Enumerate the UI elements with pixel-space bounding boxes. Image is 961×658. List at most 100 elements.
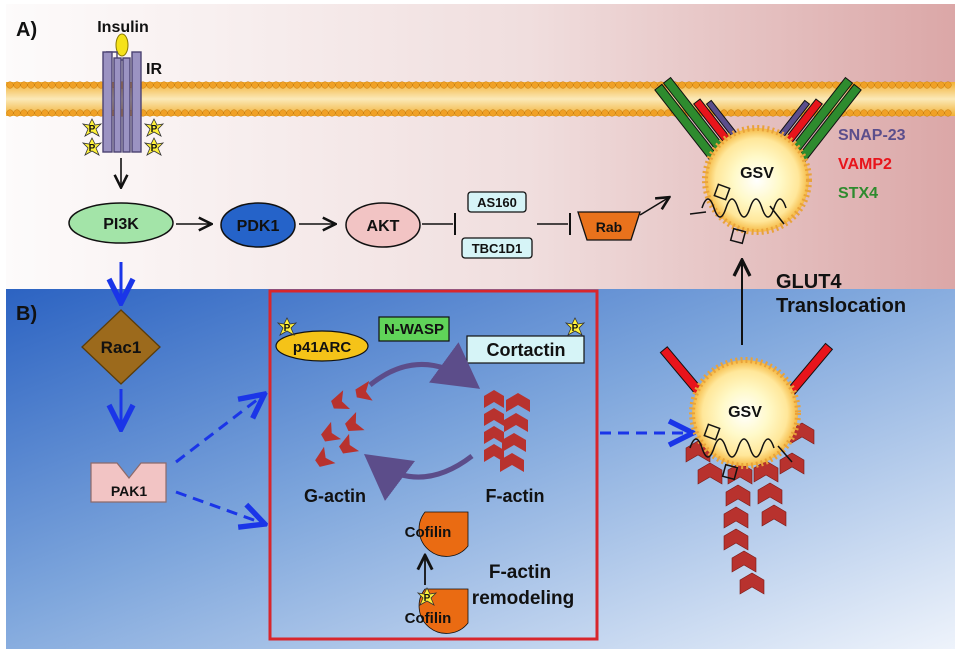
rab-node: Rab bbox=[577, 211, 641, 241]
lipid-head bbox=[818, 81, 826, 89]
lipid-head bbox=[13, 81, 21, 89]
arrow-rab-to-gsv bbox=[639, 198, 668, 216]
lipid-head bbox=[272, 109, 280, 117]
lipid-head bbox=[860, 109, 868, 117]
inhibit-as160-to-rab bbox=[537, 213, 571, 235]
as160-label: AS160 bbox=[477, 195, 517, 210]
gsv-docked: GSV SNAP-23 VAMP2 STX4 bbox=[654, 76, 906, 245]
p41arc-label: p41ARC bbox=[293, 339, 352, 356]
lipid-head bbox=[748, 109, 756, 117]
lipid-head bbox=[923, 81, 931, 89]
lipid-head bbox=[265, 81, 273, 89]
lipid-head bbox=[181, 109, 189, 117]
akt-node: AKT bbox=[345, 202, 421, 248]
docked-glut4-transporter bbox=[689, 183, 787, 245]
lipid-head bbox=[398, 81, 406, 89]
lipid-head bbox=[160, 81, 168, 89]
phospho-cofilin-node: Cofilin P bbox=[405, 587, 469, 634]
lipid-head bbox=[69, 81, 77, 89]
lipid-head bbox=[517, 109, 525, 117]
lipid-head bbox=[937, 109, 945, 117]
lipid-head bbox=[27, 109, 35, 117]
lipid-head bbox=[783, 109, 791, 117]
lipid-head bbox=[195, 81, 203, 89]
lipid-head bbox=[34, 109, 42, 117]
lipid-head bbox=[601, 81, 609, 89]
lipid-head bbox=[356, 81, 364, 89]
lipid-head bbox=[748, 81, 756, 89]
lipid-head bbox=[713, 81, 721, 89]
lipid-head bbox=[62, 109, 70, 117]
lipid-head bbox=[902, 109, 910, 117]
lipid-head bbox=[636, 109, 644, 117]
lipid-head bbox=[405, 81, 413, 89]
rab-label: Rab bbox=[596, 219, 622, 235]
lipid-head bbox=[167, 109, 175, 117]
lipid-head bbox=[496, 81, 504, 89]
docked-gsv-label: GSV bbox=[740, 165, 774, 182]
lipid-head bbox=[6, 81, 14, 89]
lipid-head bbox=[216, 81, 224, 89]
lipid-head bbox=[377, 81, 385, 89]
lipid-head bbox=[384, 109, 392, 117]
lipid-head bbox=[930, 109, 938, 117]
legend-stx4: STX4 bbox=[838, 185, 878, 202]
lipid-head bbox=[398, 109, 406, 117]
lipid-head bbox=[69, 109, 77, 117]
lipid-head bbox=[167, 81, 175, 89]
lipid-head bbox=[307, 81, 315, 89]
docked-vesicle bbox=[702, 125, 812, 235]
actin-remodeling-box: p41ARC P N-WASP Cortactin P bbox=[268, 289, 599, 641]
snare-legend: SNAP-23 VAMP2 STX4 bbox=[838, 127, 906, 202]
lipid-head bbox=[594, 109, 602, 117]
lipid-head bbox=[685, 81, 693, 89]
lipid-head bbox=[510, 81, 518, 89]
lipid-head bbox=[636, 81, 644, 89]
phospho-p-1: P bbox=[89, 124, 96, 135]
cytosolic-gsv-label: GSV bbox=[728, 404, 762, 421]
lipid-head bbox=[55, 81, 63, 89]
nwasp-label: N-WASP bbox=[384, 321, 444, 338]
lipid-head bbox=[566, 81, 574, 89]
receptor-phospho-sites: P P P P bbox=[81, 118, 165, 156]
lipid-head bbox=[916, 109, 924, 117]
pak1-node: PAK1 bbox=[90, 462, 167, 503]
f-actin-filament bbox=[484, 390, 530, 472]
lipid-head bbox=[461, 109, 469, 117]
lipid-head bbox=[209, 109, 217, 117]
lipid-head bbox=[363, 81, 371, 89]
lipid-head bbox=[349, 109, 357, 117]
lipid-head bbox=[230, 81, 238, 89]
lipid-head bbox=[321, 81, 329, 89]
lipid-head bbox=[769, 109, 777, 117]
lipid-head bbox=[909, 109, 917, 117]
lipid-head bbox=[937, 81, 945, 89]
lipid-head bbox=[272, 81, 280, 89]
lipid-head bbox=[545, 81, 553, 89]
lipid-head bbox=[874, 81, 882, 89]
lipid-head bbox=[426, 109, 434, 117]
lipid-head bbox=[734, 109, 742, 117]
lipid-head bbox=[328, 109, 336, 117]
lipid-head bbox=[762, 109, 770, 117]
lipid-head bbox=[265, 109, 273, 117]
lipid-head bbox=[846, 109, 854, 117]
lipid-head bbox=[489, 81, 497, 89]
lipid-head bbox=[475, 109, 483, 117]
lipid-head bbox=[559, 81, 567, 89]
lipid-head bbox=[622, 81, 630, 89]
lipid-head bbox=[643, 81, 651, 89]
lipid-head bbox=[601, 109, 609, 117]
lipid-head bbox=[146, 81, 154, 89]
lipid-head bbox=[90, 81, 98, 89]
lipid-head bbox=[76, 109, 84, 117]
lipid-head bbox=[440, 81, 448, 89]
lipid-head bbox=[244, 81, 252, 89]
lipid-head bbox=[202, 109, 210, 117]
lipid-head bbox=[174, 109, 182, 117]
lipid-head bbox=[447, 81, 455, 89]
lipid-head bbox=[902, 81, 910, 89]
lipid-head bbox=[503, 81, 511, 89]
lipid-head bbox=[804, 81, 812, 89]
